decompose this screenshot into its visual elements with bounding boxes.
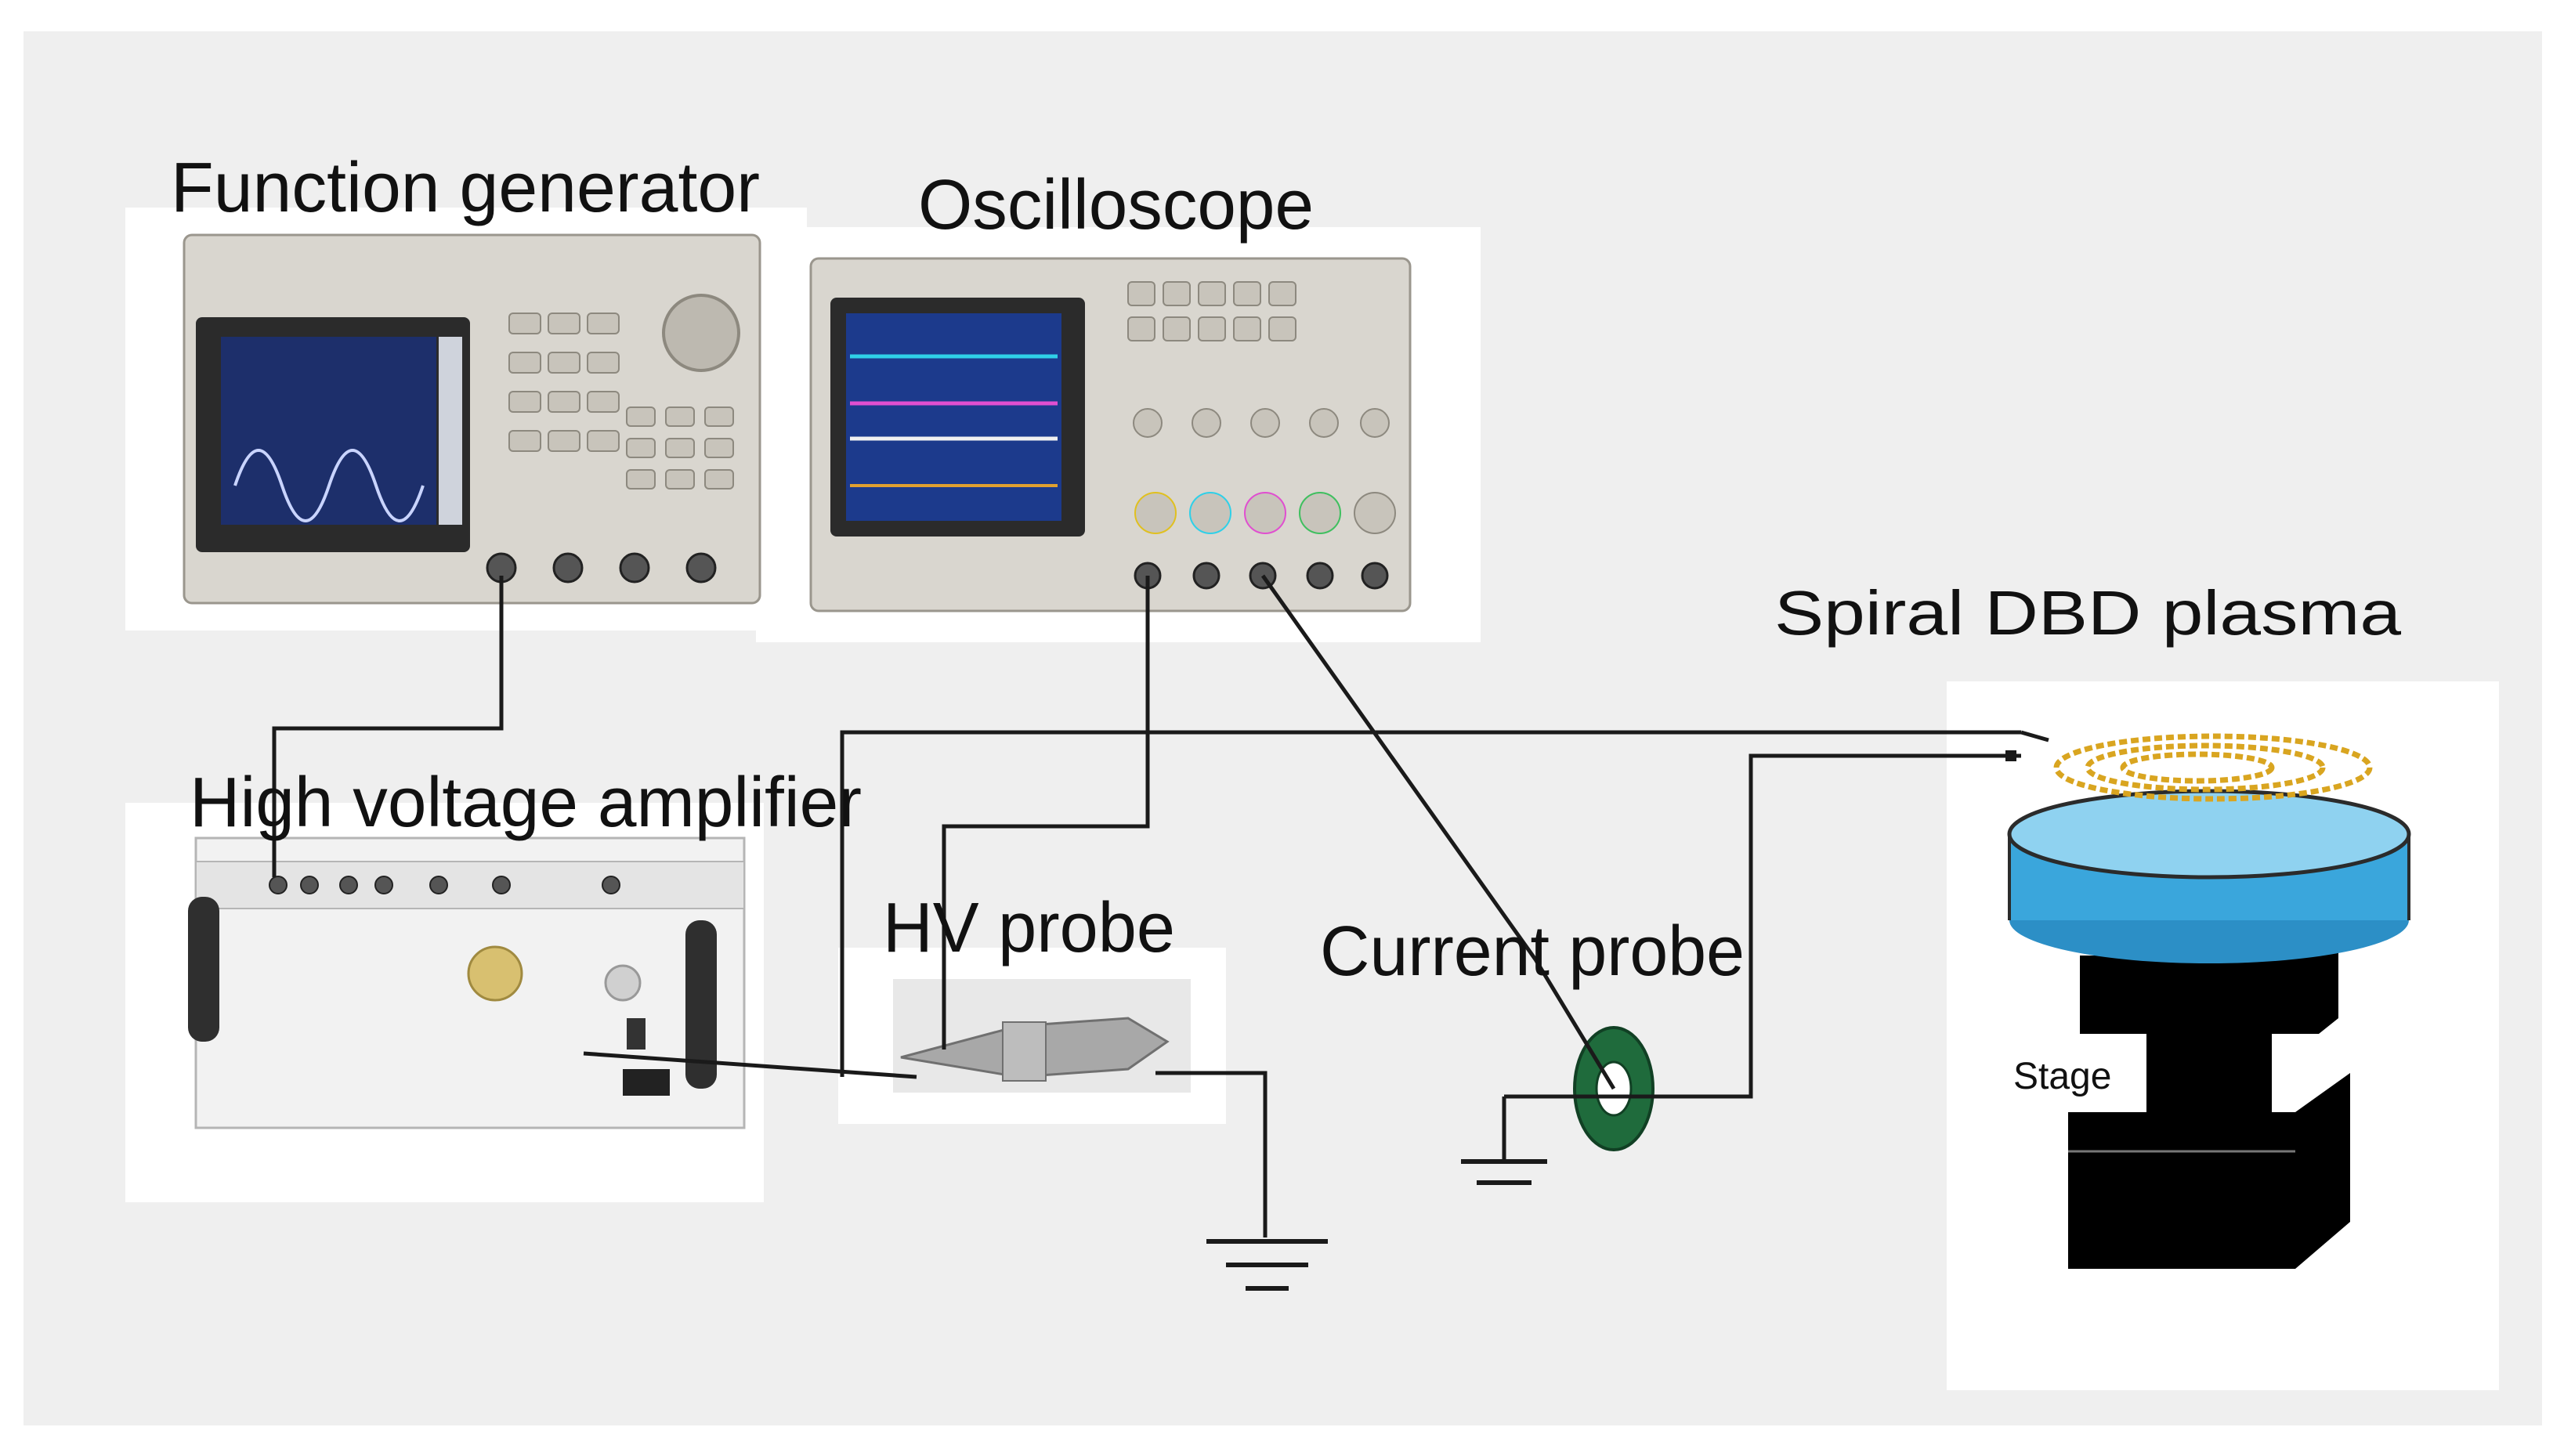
- connection-wires: [272, 574, 2049, 1237]
- oscilloscope-label: Oscilloscope: [918, 166, 1314, 244]
- wire-hv-probe-ground: [1155, 1071, 1268, 1237]
- function-generator-knob: [662, 294, 740, 372]
- oscilloscope-bnc-connectors: [1134, 562, 1389, 590]
- function-generator: [183, 233, 761, 605]
- oscilloscope: [809, 257, 1412, 612]
- spiral-dbd-plasma-setup: Stage: [2007, 733, 2411, 1269]
- ground-symbol-icon: [1206, 1239, 1328, 1291]
- high-voltage-amplifier-label: High voltage amplifier: [190, 764, 862, 842]
- stage-top-block: [2080, 940, 2338, 1034]
- wire-osc-to-current-probe: [1260, 574, 1616, 1090]
- ground-symbol-icon: [1461, 1159, 1547, 1185]
- amplifier-meter: [604, 964, 642, 1002]
- wire-ground-return: [1504, 753, 2021, 1099]
- wire-osc-to-hv-probe: [942, 576, 1150, 1050]
- amplifier-left-handle: [188, 897, 219, 1042]
- sine-waveform: [233, 449, 425, 522]
- amplifier-power-socket: [623, 1069, 670, 1096]
- oscilloscope-controls: [1127, 281, 1396, 534]
- high-voltage-amplifier: [188, 836, 746, 1129]
- wire-amplifier-to-hv-probe: [583, 1051, 917, 1079]
- function-generator-screen: [221, 337, 436, 525]
- current-probe-label: Current probe: [1320, 912, 1745, 991]
- spiral-dbd-plasma-label: Spiral DBD plasma: [1774, 578, 2402, 648]
- amplifier-dial: [467, 945, 523, 1002]
- function-generator-label: Function generator: [171, 149, 760, 227]
- stage-base: [2068, 1073, 2350, 1269]
- wire-fg-to-amplifier: [272, 576, 504, 877]
- function-generator-softkeys: [439, 337, 462, 525]
- dish-rim: [2007, 789, 2411, 880]
- hv-probe-label: [1002, 1021, 1047, 1082]
- stage-column: [2146, 1034, 2272, 1136]
- hv-probe: [893, 979, 1191, 1093]
- oscilloscope-screen: [846, 313, 1061, 521]
- stage-label: Stage: [2013, 1056, 2111, 1097]
- wire-plasma-terminal: [2005, 750, 2016, 761]
- wire-hv-to-plasma: [840, 730, 2021, 1077]
- amplifier-connectors: [269, 876, 620, 894]
- amplifier-switch: [627, 1018, 646, 1050]
- spiral-electrode: [2053, 733, 2373, 802]
- wire-plasma-tip-top: [2020, 730, 2049, 742]
- hv-probe-label-text: HV probe: [883, 889, 1175, 967]
- function-generator-keypad: [508, 313, 734, 490]
- amplifier-right-handle: [685, 920, 717, 1089]
- amplifier-top-panel: [195, 861, 745, 909]
- function-generator-bnc-connectors: [486, 552, 717, 583]
